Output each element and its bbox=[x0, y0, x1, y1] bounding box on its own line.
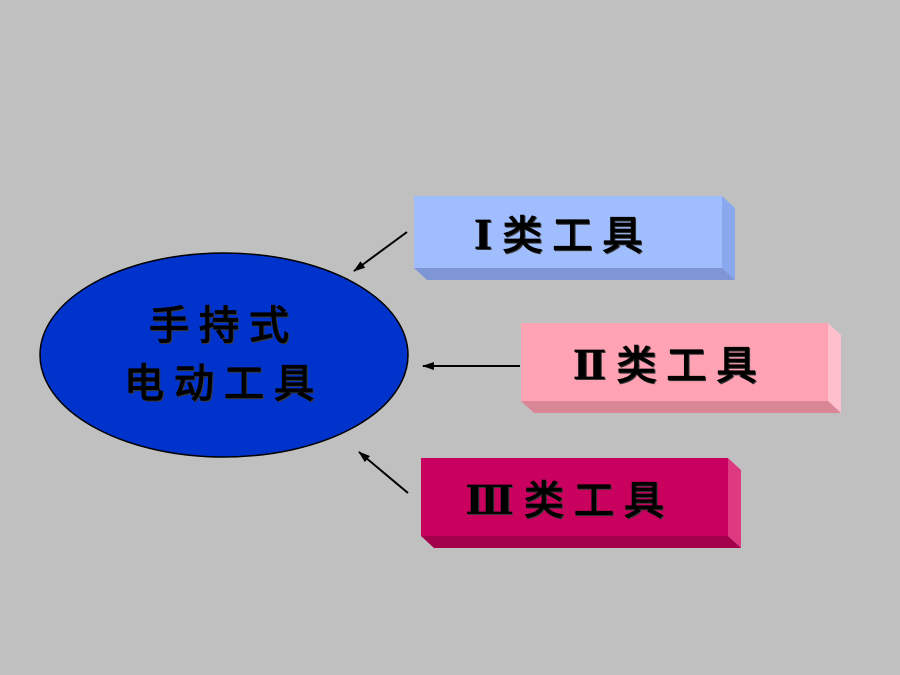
class-3-tool-label: Ⅲ类工具 bbox=[465, 477, 674, 524]
class-1-tool-box: Ⅰ类工具 bbox=[414, 196, 722, 268]
class-2-tool-label: Ⅱ类工具 bbox=[572, 342, 767, 389]
class-1-tool-label: Ⅰ类工具 bbox=[473, 212, 653, 259]
box-1-shape bbox=[414, 196, 735, 280]
arrow-box-1-to-center bbox=[353, 231, 408, 272]
center-label-line2: 电动工具 bbox=[124, 360, 324, 407]
class-3-tool-box: Ⅲ类工具 bbox=[421, 458, 728, 536]
arrow-box-3-to-center bbox=[358, 451, 409, 494]
box-2-shape bbox=[521, 323, 841, 413]
box-3-shape bbox=[421, 458, 741, 548]
class-2-tool-box: Ⅱ类工具 bbox=[521, 323, 828, 401]
center-label-line1: 手持式 bbox=[149, 302, 299, 349]
center-ellipse bbox=[39, 252, 409, 458]
center-label: 手持式 电动工具 bbox=[40, 253, 408, 457]
